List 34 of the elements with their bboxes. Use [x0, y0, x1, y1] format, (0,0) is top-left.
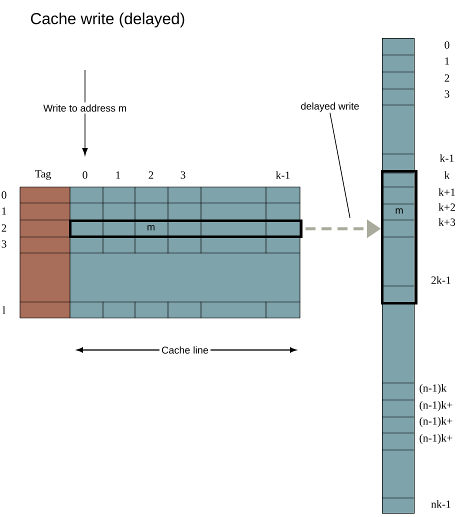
- row-label: 2: [2, 224, 6, 232]
- edge-label: Write to address m: [41, 102, 129, 114]
- row-label: l: [2, 306, 6, 314]
- address-label: k+1: [438, 188, 455, 196]
- column-header: 0: [82, 171, 88, 179]
- address-label: 0: [444, 41, 450, 49]
- address-label: k+3: [438, 218, 456, 226]
- column-header: k-1: [276, 171, 290, 179]
- column-header: Tag: [35, 170, 51, 180]
- address-label: k: [444, 171, 450, 179]
- address-label: 2: [444, 74, 450, 82]
- leader-line: [330, 112, 350, 218]
- address-label: 1: [445, 57, 450, 65]
- address-label: k-1: [440, 154, 454, 162]
- column-header: 2: [148, 171, 154, 179]
- highlighted-block: m: [381, 170, 418, 304]
- address-label: (n-1)k+: [420, 434, 452, 444]
- address-label: k+2: [438, 203, 455, 211]
- dimension-label: Cache line: [159, 344, 211, 356]
- address-label: 3: [444, 90, 450, 98]
- title: Cache write (delayed): [31, 12, 184, 28]
- note-text: delayed write: [301, 102, 359, 112]
- column-header: 1: [116, 171, 120, 179]
- address-label: (n-1)k+: [420, 417, 452, 427]
- row-label: 0: [2, 191, 6, 199]
- address-label: nk-1: [431, 500, 450, 508]
- address-label: 2k-1: [431, 276, 450, 284]
- row-label: 3: [2, 240, 6, 248]
- memory-column: [382, 38, 415, 514]
- address-label: (n-1)k+: [420, 401, 452, 411]
- row-label: 1: [2, 207, 6, 215]
- address-label: (n-1)k: [420, 384, 447, 394]
- column-header: 3: [180, 171, 186, 179]
- arrow: [82, 70, 88, 156]
